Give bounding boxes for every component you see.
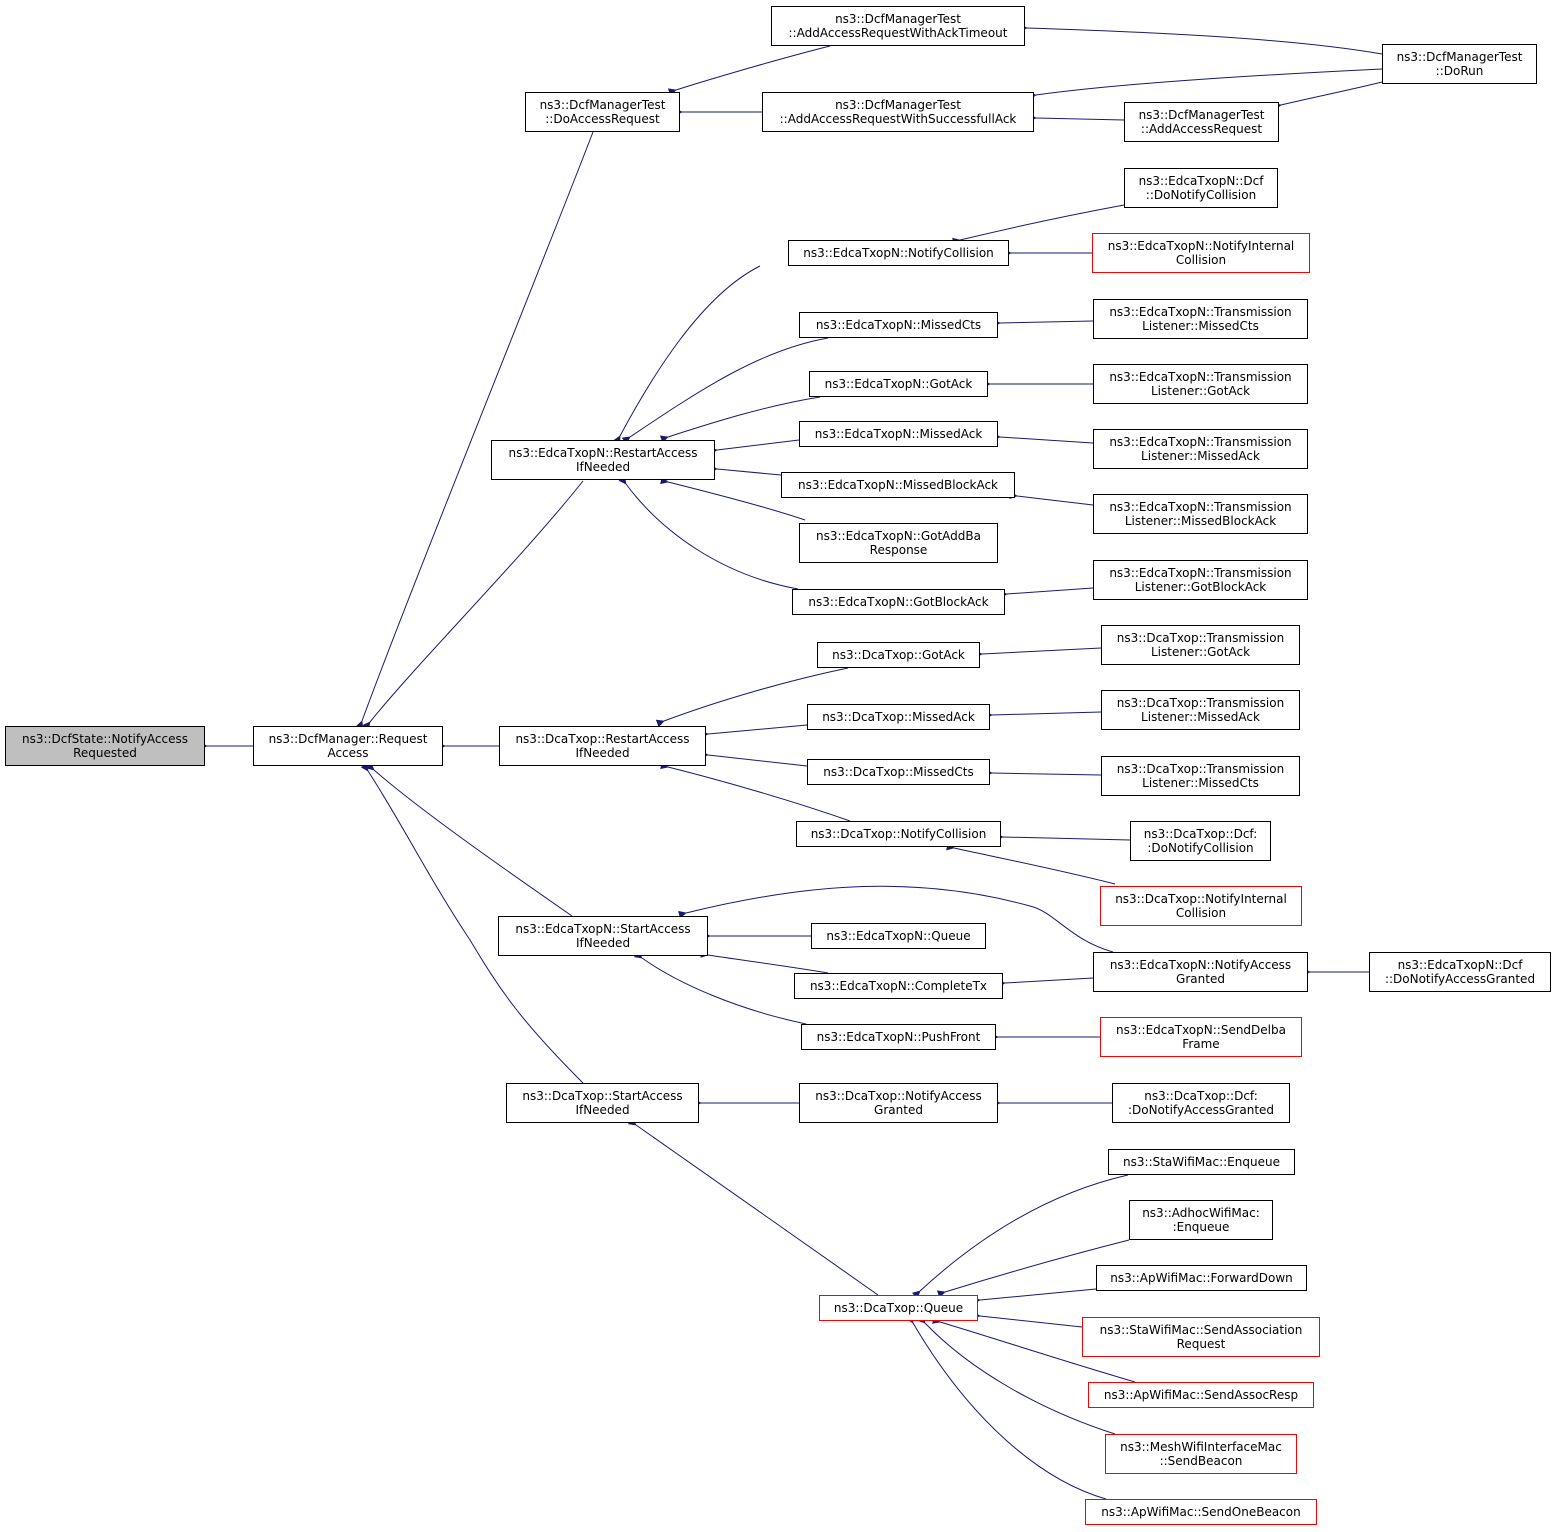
edge-dcamissedcts-dcarestart — [700, 750, 808, 767]
edge-dcatlgotack-dcagotack — [974, 647, 1102, 659]
node-edca-dcf-donotifycollision[interactable]: ns3::EdcaTxopN::Dcf::DoNotifyCollision — [1124, 168, 1278, 208]
node-ap-forwarddown[interactable]: ns3::ApWifiMac::ForwardDown — [1096, 1265, 1307, 1291]
edge-dcaqueue-dcastart — [627, 1117, 879, 1296]
edge-meshsendbeacon-dcaqueue — [917, 1315, 1116, 1435]
edge-dorun-successack — [1028, 68, 1383, 100]
edge-dcamissedack-dcarestart — [700, 724, 808, 739]
node-addaccessrequest[interactable]: ns3::DcfManagerTest::AddAccessRequest — [1124, 102, 1279, 142]
edge-dcanotifycollision-dcarestart — [660, 761, 851, 822]
edge-edcanotifyaccessgranted-edcastart — [678, 885, 1114, 953]
node-dca-gotack[interactable]: ns3::DcaTxop::GotAck — [817, 642, 980, 668]
node-dorun[interactable]: ns3::DcfManagerTest::DoRun — [1382, 44, 1537, 84]
edge-edcatlmissedblockack-edcamissedblockack — [1009, 491, 1094, 506]
node-ap-sendonebeacon[interactable]: ns3::ApWifiMac::SendOneBeacon — [1085, 1499, 1317, 1525]
edge-edcapushfront-edcastart — [633, 950, 807, 1025]
node-edca-pushfront[interactable]: ns3::EdcaTxopN::PushFront — [801, 1024, 996, 1050]
edge-dcatlmissedcts-dcamissedcts — [984, 768, 1102, 777]
node-dca-notifycollision[interactable]: ns3::DcaTxop::NotifyCollision — [796, 821, 1001, 847]
node-dca-missedack[interactable]: ns3::DcaTxop::MissedAck — [807, 704, 990, 730]
edge-addaccessrequest-successack — [1028, 113, 1125, 122]
edge-dorun-addaccessrequest — [1273, 81, 1383, 111]
edge-edcagotaddba-edcarestart — [660, 476, 806, 521]
node-successack[interactable]: ns3::DcfManagerTest::AddAccessRequestWit… — [762, 92, 1034, 132]
node-edca-notifycollision[interactable]: ns3::EdcaTxopN::NotifyCollision — [788, 240, 1009, 266]
node-edca-gotblockack[interactable]: ns3::EdcaTxopN::GotBlockAck — [792, 589, 1005, 615]
node-acktimeout[interactable]: ns3::DcfManagerTest::AddAccessRequestWit… — [771, 6, 1025, 46]
edge-edcamissedcts-edcarestart — [621, 337, 829, 445]
edge-adhocenqueue-dcaqueue — [936, 1239, 1130, 1298]
edge-edcagotblockack-edcarestart — [618, 475, 799, 590]
node-dca-missedcts[interactable]: ns3::DcaTxop::MissedCts — [807, 759, 990, 785]
edge-apforwarddown-dcaqueue — [972, 1288, 1097, 1305]
edge-edcanotifyaccessgranted-edcacompletetx — [997, 977, 1094, 988]
node-edca-missedblockack[interactable]: ns3::EdcaTxopN::MissedBlockAck — [781, 472, 1015, 498]
edge-apsendonebeacon-dcaqueue — [905, 1314, 1107, 1500]
edge-edcamissedblockack-edcarestart — [709, 464, 782, 476]
edge-edcadonotifycollision-edcanotifycollision — [952, 204, 1125, 246]
edge-doaccessrequest-dcfrequest — [355, 131, 594, 730]
edge-dorun-acktimeout — [1019, 23, 1383, 55]
edge-edcagotack-edcarestart — [659, 396, 821, 444]
edge-edcacompletetx-edcastart — [700, 949, 829, 974]
node-edca-missedack[interactable]: ns3::EdcaTxopN::MissedAck — [799, 421, 998, 447]
node-dca-queue[interactable]: ns3::DcaTxop::Queue — [819, 1295, 978, 1321]
node-ap-sendassocresp[interactable]: ns3::ApWifiMac::SendAssocResp — [1088, 1382, 1314, 1408]
edge-dcastart-dcfrequest — [360, 762, 584, 1084]
edge-dcanotifyinternalcollision-dcanotifycollision — [946, 842, 1116, 885]
node-edca-queue[interactable]: ns3::EdcaTxopN::Queue — [811, 923, 986, 949]
node-mesh-sendbeacon[interactable]: ns3::MeshWifiInterfaceMac::SendBeacon — [1105, 1434, 1297, 1474]
node-adhoc-enqueue[interactable]: ns3::AdhocWifiMac::Enqueue — [1129, 1200, 1273, 1240]
edge-dcadonotifycollision-dcanotifycollision — [995, 832, 1131, 841]
edge-dcagotack-dcarestart — [655, 667, 849, 728]
edge-edcatlgotblockack-edcagotblockack — [999, 587, 1094, 599]
node-sta-enqueue[interactable]: ns3::StaWifiMac::Enqueue — [1108, 1149, 1295, 1175]
edge-edcastart-dcfrequest — [365, 762, 573, 917]
node-edca-gotack[interactable]: ns3::EdcaTxopN::GotAck — [809, 371, 988, 397]
edge-apsendassocresp-dcaqueue — [931, 1316, 1136, 1383]
node-edca-dcf-donotifyaccessgranted[interactable]: ns3::EdcaTxopN::Dcf::DoNotifyAccessGrant… — [1369, 952, 1551, 992]
node-dca-dcf-donotifyaccessgranted[interactable]: ns3::DcaTxop::Dcf::DoNotifyAccessGranted — [1112, 1083, 1290, 1123]
edge-staenqueue-dcaqueue — [911, 1174, 1129, 1299]
edge-edcatlmissedack-edcamissedack — [992, 432, 1094, 444]
edge-edcarestart-dcfrequest — [362, 480, 584, 731]
node-edca-completetx[interactable]: ns3::EdcaTxopN::CompleteTx — [794, 973, 1003, 999]
edge-edcanotifycollision-edcarestart — [613, 265, 761, 445]
node-doaccessrequest[interactable]: ns3::DcfManagerTest::DoAccessRequest — [525, 92, 680, 132]
node-dca-dcf-donotifycollision[interactable]: ns3::DcaTxop::Dcf::DoNotifyCollision — [1130, 821, 1271, 861]
edge-edcatlmissedcts-edcamissedcts — [992, 319, 1094, 328]
edge-acktimeout-doaccessrequest — [667, 45, 831, 96]
edge-dcatlmissedack-dcamissedack — [984, 711, 1102, 720]
edge-edcamissedack-edcarestart — [709, 439, 800, 455]
edge-stasendassociationrequest-dcaqueue — [972, 1311, 1083, 1328]
node-edca-missedcts[interactable]: ns3::EdcaTxopN::MissedCts — [799, 312, 998, 338]
